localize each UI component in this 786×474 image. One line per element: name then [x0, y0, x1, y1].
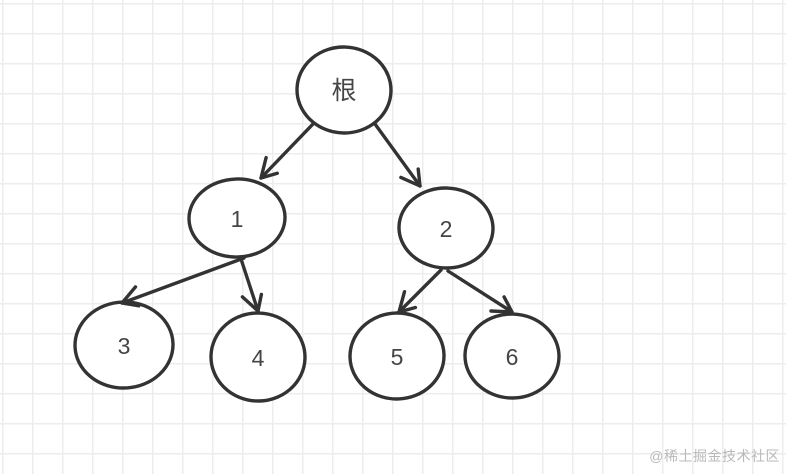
edge-line: [373, 122, 422, 188]
edge-n1-n4: [239, 257, 264, 313]
node-label: 4: [252, 345, 265, 371]
tree-node-root: 根: [295, 45, 393, 135]
edge-n1-n3: [120, 256, 246, 308]
node-label: 6: [506, 344, 519, 370]
arrowhead-icon: [397, 290, 418, 314]
tree-node-n2: 2: [397, 186, 495, 270]
node-label: 根: [331, 77, 356, 105]
node-label: 3: [118, 333, 131, 359]
edge-n2-n6: [446, 269, 514, 314]
arrowhead-icon: [489, 295, 514, 314]
tree-node-n6: 6: [463, 312, 561, 400]
tree-node-n5: 5: [348, 311, 446, 401]
edge-line: [120, 256, 246, 305]
edge-n2-n5: [397, 268, 443, 314]
tree-node-n1: 1: [187, 177, 287, 259]
node-label: 5: [391, 344, 404, 370]
tree-node-n4: 4: [209, 311, 307, 403]
edge-line: [259, 122, 315, 180]
watermark: @稀土掘金技术社区: [649, 448, 780, 464]
node-circle: [187, 177, 287, 259]
arrowhead-icon: [240, 292, 264, 313]
edge-root-n1: [259, 122, 315, 180]
node-circle: [463, 312, 561, 400]
node-circle: [348, 311, 446, 401]
tree-node-n3: 3: [73, 300, 175, 390]
arrowhead-icon: [259, 155, 279, 180]
node-label: 2: [440, 216, 453, 242]
edge-root-n2: [373, 122, 422, 188]
edge-line: [446, 269, 514, 314]
arrowhead-icon: [399, 167, 422, 188]
edge-line: [397, 268, 443, 314]
node-circle: [295, 45, 393, 135]
node-circle: [397, 186, 495, 270]
arrowhead-icon: [120, 285, 141, 308]
edge-line: [239, 257, 260, 313]
node-circle: [209, 311, 307, 403]
node-label: 1: [231, 206, 244, 232]
